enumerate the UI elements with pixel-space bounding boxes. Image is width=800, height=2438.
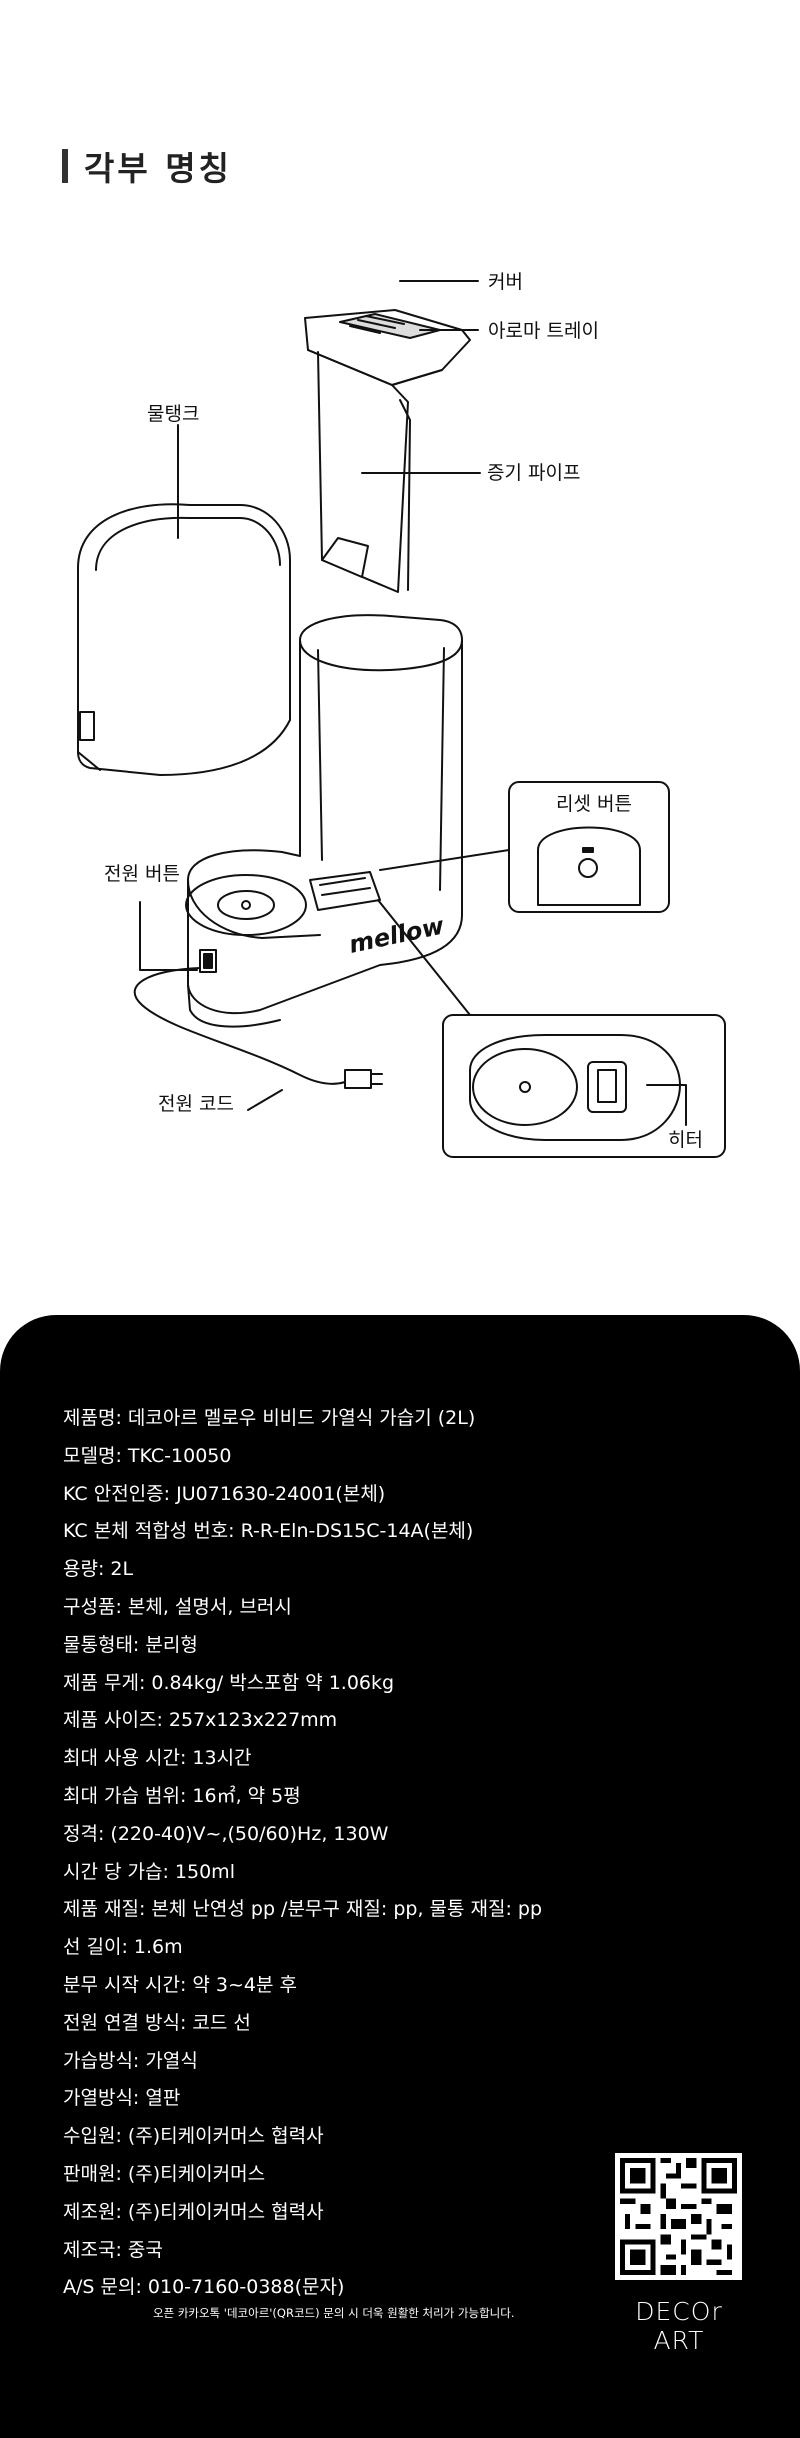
spec-item: 제품 재질: 본체 난연성 pp /분무구 재질: pp, 물통 재질: pp bbox=[63, 1898, 543, 1921]
label-power-cord: 전원 코드 bbox=[158, 1093, 234, 1115]
label-heater: 히터 bbox=[668, 1129, 703, 1151]
page-title: 각부 명칭 bbox=[84, 149, 232, 188]
parts-diagram: mellow 커버 아로마 트레이 물탱크 증기 파이프 리셋 버튼 전원 버튼… bbox=[77, 271, 726, 1158]
spec-item: 물통형태: 분리형 bbox=[63, 1633, 198, 1656]
spec-item: 선 길이: 1.6m bbox=[63, 1936, 183, 1959]
leader-power-button bbox=[139, 901, 198, 971]
label-aroma-tray: 아로마 트레이 bbox=[488, 320, 599, 342]
spec-item: 정격: (220-40)V~,(50/60)Hz, 130W bbox=[63, 1822, 389, 1845]
spec-item: 최대 사용 시간: 13시간 bbox=[63, 1747, 252, 1770]
label-cover: 커버 bbox=[488, 271, 523, 293]
spec-item: KC 본체 적합성 번호: R-R-Eln-DS15C-14A(본체) bbox=[63, 1520, 474, 1543]
humidifier-base-illustration bbox=[185, 614, 463, 1028]
spec-item: 제품 사이즈: 257x123x227mm bbox=[63, 1709, 338, 1732]
spec-item: A/S 문의: 010-7160-0388(문자) bbox=[63, 2276, 345, 2299]
power-cord-illustration bbox=[133, 967, 383, 1089]
spec-item: 가열방식: 열판 bbox=[63, 2087, 181, 2110]
spec-item: 시간 당 가습: 150ml bbox=[63, 1860, 235, 1883]
label-reset-button: 리셋 버튼 bbox=[556, 793, 632, 815]
qr-code[interactable] bbox=[615, 2153, 742, 2280]
spec-item: 제조원: (주)티케이커머스 협력사 bbox=[63, 2200, 324, 2223]
brand-logo: DECOr ART bbox=[635, 2297, 723, 2355]
heater-inset bbox=[377, 899, 726, 1158]
spec-item: KC 안전인증: JU071630-24001(본체) bbox=[63, 1482, 386, 1505]
spec-panel: 제품명: 데코아르 멜로우 비비드 가열식 가습기 (2L) 모델명: TKC-… bbox=[0, 1315, 800, 2438]
spec-item: 최대 가습 범위: 16㎡, 약 5평 bbox=[63, 1784, 301, 1807]
label-power-button: 전원 버튼 bbox=[104, 863, 180, 885]
spec-item: 용량: 2L bbox=[63, 1558, 134, 1581]
qr-code-icon bbox=[615, 2153, 742, 2280]
leader-heater bbox=[646, 1084, 687, 1126]
spec-item: 분무 시작 시간: 약 3~4분 후 bbox=[63, 1973, 298, 1996]
spec-item: 전원 연결 방식: 코드 선 bbox=[63, 2011, 251, 2034]
spec-item: 가습방식: 가열식 bbox=[63, 2049, 198, 2072]
spec-item: 모델명: TKC-10050 bbox=[63, 1444, 232, 1467]
steam-pipe-illustration bbox=[304, 309, 471, 593]
section-header: 각부 명칭 bbox=[62, 142, 232, 190]
spec-item: 제품 무게: 0.84kg/ 박스포함 약 1.06kg bbox=[63, 1671, 395, 1694]
spec-list: 제품명: 데코아르 멜로우 비비드 가열식 가습기 (2L) 모델명: TKC-… bbox=[63, 1400, 542, 2307]
spec-item: 판매원: (주)티케이커머스 bbox=[63, 2162, 266, 2185]
leader-power-cord bbox=[247, 1089, 283, 1111]
kakao-footnote: 오픈 카카오톡 '데코아르'(QR코드) 문의 시 더욱 원활한 처리가 가능합… bbox=[153, 2306, 515, 2320]
spec-item: 수입원: (주)티케이커머스 협력사 bbox=[63, 2125, 324, 2148]
water-tank-illustration bbox=[77, 503, 291, 776]
spec-item: 제품명: 데코아르 멜로우 비비드 가열식 가습기 (2L) bbox=[63, 1407, 476, 1429]
spec-item: 구성품: 본체, 설명서, 브러시 bbox=[63, 1595, 292, 1618]
label-steam-pipe: 증기 파이프 bbox=[487, 462, 580, 484]
label-water-tank: 물탱크 bbox=[147, 403, 199, 425]
reset-button-inset bbox=[379, 781, 670, 913]
spec-item: 제조국: 중국 bbox=[63, 2238, 163, 2261]
title-accent-bar bbox=[62, 149, 68, 183]
